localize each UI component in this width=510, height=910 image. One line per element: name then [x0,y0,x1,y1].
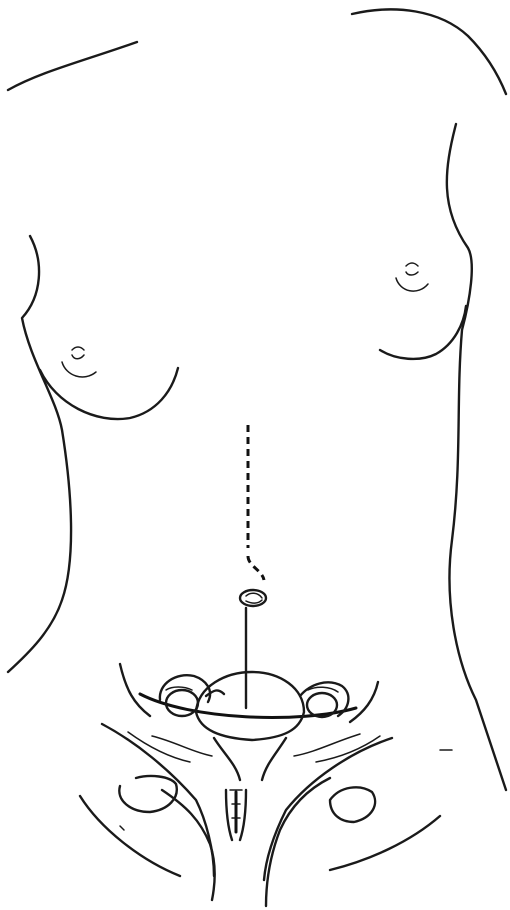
right-ischium [330,787,375,822]
pelvic-brim-right [350,682,378,722]
periumbilical-incision [248,556,264,580]
pelvic-brim-left [120,664,150,716]
right-nipple-icon [396,263,428,291]
right-breast-curve [380,306,466,359]
right-shoulder-line [352,9,506,94]
small-mark-left [120,826,124,830]
left-pelvic-bone [102,724,214,876]
pubic-symphysis [226,790,246,840]
left-torso-outline [8,236,71,672]
right-torso-outline [447,124,506,790]
left-breast-curve [40,368,178,419]
left-inner-curve [162,790,215,900]
right-thigh-line [330,816,440,870]
left-nipple-icon [62,347,96,377]
umbilicus-icon [240,590,266,606]
uterus [196,672,304,780]
left-broad-ligament [152,736,212,756]
left-shoulder-line [8,42,137,90]
